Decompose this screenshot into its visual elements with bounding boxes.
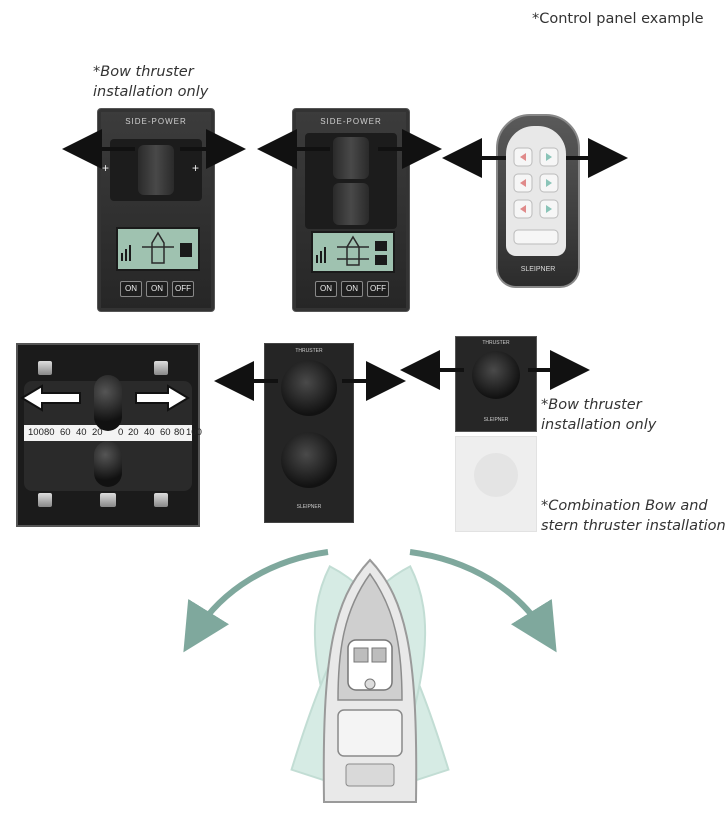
plus-label: + (192, 161, 200, 175)
stern-thruster-lever[interactable] (333, 183, 369, 225)
on-button[interactable]: ON (146, 281, 168, 297)
caption-line: installation only (541, 417, 657, 433)
panel-brand: SIDE-POWER (125, 117, 187, 126)
ghost-thruster-panel (455, 436, 537, 532)
thruster-panel-single-knob: THRUSTER SLEIPNER (455, 336, 537, 432)
caption-line: *Combination Bow and (541, 498, 708, 514)
caption-line: *Bow thruster (93, 64, 194, 80)
caption-bow-thruster-only-right: *Bow thruster installation only (541, 395, 656, 435)
sleipner-label: SLEIPNER (296, 504, 322, 510)
bow-thruster-lever[interactable] (333, 137, 369, 179)
on-button[interactable]: ON (120, 281, 142, 297)
thruster-lever[interactable] (138, 145, 174, 195)
bow-thruster-knob[interactable] (281, 360, 337, 416)
off-button[interactable]: OFF (367, 281, 389, 297)
joystick-panel: 100 80 60 40 20 0 20 40 60 80 100 (16, 343, 202, 527)
mount-bolt (38, 493, 52, 507)
plus-label: + (102, 161, 110, 175)
mount-bolt (38, 361, 52, 375)
joystick-lever-lower[interactable] (94, 441, 122, 487)
on-button[interactable]: ON (315, 281, 337, 297)
scale-tick: 100 (186, 427, 202, 438)
remote-buttons (513, 147, 559, 245)
boat-rotation-illustration (183, 549, 557, 803)
arrow-left-icon (20, 384, 81, 412)
scale-tick: 60 (160, 427, 171, 438)
lcd-boat-icon (316, 235, 387, 266)
joystick-lever-upper[interactable] (94, 375, 122, 431)
mount-bolt (154, 493, 168, 507)
arrow-right-icon (135, 384, 190, 412)
scale-tick: 20 (128, 427, 139, 438)
caption-combination-thruster: *Combination Bow and stern thruster inst… (541, 496, 726, 536)
wireless-remote: SLEIPNER (496, 114, 580, 288)
panel-brand: SIDE-POWER (320, 117, 382, 126)
control-panel-note: *Control panel example (532, 11, 704, 27)
lcd-display (311, 231, 395, 273)
sleipner-label: SLEIPNER (483, 417, 509, 423)
caption-bow-thruster-only-top: *Bow thruster installation only (93, 62, 208, 102)
remote-brand: SLEIPNER (520, 266, 556, 273)
rotate-right-arrow (409, 549, 557, 653)
control-panel-single: SIDE-POWER + + ON ON OFF (97, 108, 215, 312)
scale-tick-zero: 0 (118, 427, 124, 438)
scale-tick: 80 (44, 427, 55, 438)
caption-line: *Bow thruster (541, 397, 642, 413)
off-button[interactable]: OFF (172, 281, 194, 297)
scale-tick: 20 (92, 427, 103, 438)
scale-tick: 40 (76, 427, 87, 438)
boat-icon (322, 558, 418, 803)
thruster-label: THRUSTER (482, 340, 510, 346)
lcd-boat-icon (121, 231, 192, 264)
scale-tick: 40 (144, 427, 155, 438)
thruster-panel-dual-knob: THRUSTER SLEIPNER (264, 343, 354, 523)
stern-thruster-knob[interactable] (281, 432, 337, 488)
scale-tick: 100 (28, 427, 44, 438)
mount-bolt (100, 493, 116, 507)
scale-tick: 60 (60, 427, 71, 438)
thruster-label: THRUSTER (295, 348, 323, 354)
rotate-left-arrow (183, 549, 329, 653)
control-panel-dual: SIDE-POWER ON ON OFF (292, 108, 410, 312)
caption-line: installation only (93, 84, 209, 100)
caption-line: stern thruster installation (541, 518, 726, 534)
ghost-knob (474, 453, 518, 497)
thruster-knob[interactable] (472, 351, 520, 399)
mount-bolt (154, 361, 168, 375)
remote-keypad (506, 126, 566, 256)
lcd-display (116, 227, 200, 271)
scale-tick: 80 (174, 427, 185, 438)
joystick-scale: 100 80 60 40 20 0 20 40 60 80 100 (24, 425, 202, 441)
on-button[interactable]: ON (341, 281, 363, 297)
